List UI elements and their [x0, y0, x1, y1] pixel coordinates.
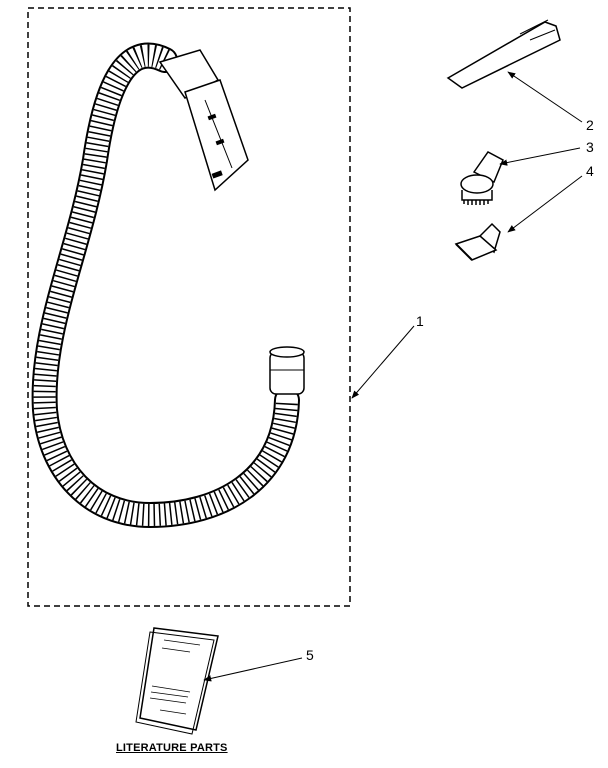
leader-arrow-2 — [507, 71, 583, 123]
literature-parts-caption: LITERATURE PARTS — [116, 742, 228, 754]
leader-arrow-4 — [507, 175, 583, 233]
hose-drawing — [31, 42, 300, 529]
callout-2: 2 — [586, 117, 594, 133]
hose-cuff — [269, 346, 305, 395]
callout-3: 3 — [586, 139, 594, 155]
callout-5: 5 — [306, 647, 314, 663]
callout-1: 1 — [416, 313, 424, 329]
callout-4: 4 — [586, 163, 594, 179]
leader-arrow-1 — [351, 325, 415, 399]
leader-arrow-3 — [499, 147, 581, 166]
hose-assembly-boundary — [27, 7, 351, 607]
literature-booklet-drawing — [135, 627, 219, 735]
upholstery-tool-drawing — [454, 222, 501, 261]
hose-handle — [158, 49, 249, 192]
dusting-brush-drawing — [460, 151, 504, 205]
crevice-tool-drawing — [446, 19, 561, 89]
leader-arrow-5 — [203, 657, 303, 682]
